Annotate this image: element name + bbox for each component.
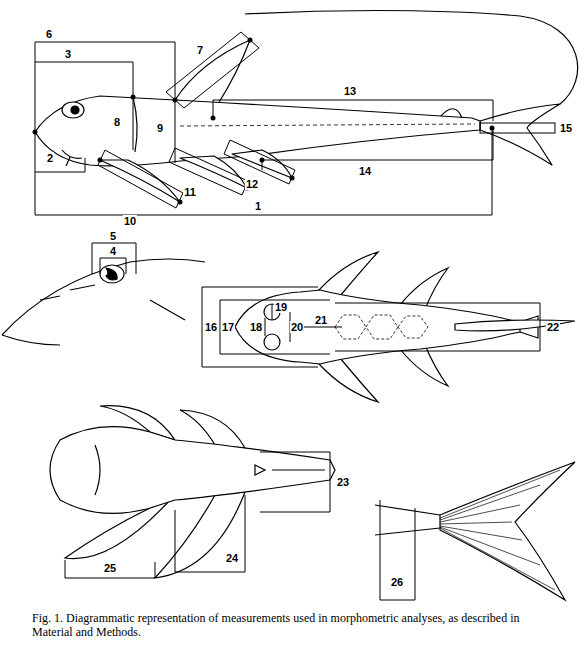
lateral-view — [35, 11, 578, 203]
landmark-dots — [98, 158, 103, 163]
callout-number: 12 — [245, 178, 259, 190]
callout-number: 5 — [109, 230, 117, 242]
landmark-dots — [33, 130, 38, 135]
measurement-brackets — [35, 158, 85, 172]
callout-number: 9 — [156, 122, 164, 134]
landmark-dots — [490, 126, 495, 131]
callout-number: 4 — [109, 245, 117, 257]
callout-number: 3 — [64, 48, 72, 60]
landmark-dots — [131, 95, 136, 100]
caudal-fin — [380, 500, 415, 600]
callout-number: 14 — [358, 165, 372, 177]
figure-caption: Fig. 1. Diagrammatic representation of m… — [32, 611, 562, 639]
callout-number: 15 — [559, 122, 573, 134]
head-detail — [2, 285, 185, 345]
ventral-view — [155, 492, 245, 578]
callout-number: 25 — [103, 562, 117, 574]
caudal-fin — [440, 470, 560, 590]
landmark-dots — [248, 38, 253, 43]
dorsal-brackets — [202, 287, 318, 367]
callout-number: 16 — [204, 321, 218, 333]
dorsal-brackets — [202, 287, 540, 367]
callout-number: 26 — [390, 576, 404, 588]
callout-number: 23 — [336, 476, 350, 488]
landmark-dots — [178, 200, 183, 205]
measurement-brackets — [35, 42, 492, 215]
ventral-view — [50, 427, 335, 514]
measurement-brackets — [35, 42, 175, 163]
landmark-dots — [290, 176, 295, 181]
dorsal-view — [264, 334, 280, 350]
lateral-view — [133, 97, 137, 152]
landmark-dots — [33, 38, 495, 205]
callout-number: 10 — [123, 215, 137, 227]
lateral-view — [245, 11, 578, 105]
head-detail — [92, 243, 136, 274]
callout-number: 22 — [546, 321, 560, 333]
measurement-brackets — [480, 123, 555, 133]
measurement-brackets — [35, 62, 133, 150]
callout-number: 24 — [225, 552, 239, 564]
callout-number: 2 — [46, 152, 54, 164]
callout-number: 7 — [196, 44, 204, 56]
lateral-view — [62, 150, 82, 166]
measurement-brackets — [169, 148, 248, 195]
callout-number: 21 — [314, 314, 328, 326]
measurement-brackets — [166, 32, 259, 108]
callout-number: 1 — [254, 200, 262, 212]
dorsal-view — [335, 315, 428, 339]
lateral-view — [100, 160, 180, 202]
callout-number: 11 — [183, 186, 197, 198]
callout-number: 6 — [45, 28, 53, 40]
measurement-brackets — [213, 100, 493, 121]
callout-number: 8 — [113, 116, 121, 128]
head-detail — [106, 268, 117, 280]
caudal-fin — [375, 505, 440, 535]
callout-number: 13 — [343, 85, 357, 97]
head-detail — [2, 243, 205, 345]
callout-number: 20 — [290, 321, 304, 333]
head-detail — [2, 259, 205, 335]
landmark-dots — [173, 98, 178, 103]
dorsal-view — [235, 252, 575, 402]
landmark-dots — [260, 158, 265, 163]
dorsal-view — [318, 358, 378, 402]
dorsal-view — [318, 252, 378, 296]
measurement-brackets — [224, 140, 295, 184]
measurement-brackets — [262, 130, 493, 170]
lateral-view — [180, 124, 475, 126]
head-detail — [100, 265, 124, 283]
callout-number: 18 — [249, 321, 263, 333]
callout-number: 19 — [274, 301, 288, 313]
ventral-view — [50, 406, 335, 578]
dorsal-brackets — [335, 303, 540, 351]
measurement-brackets — [35, 32, 555, 215]
callout-number: 17 — [221, 321, 235, 333]
landmark-dots — [211, 116, 216, 121]
lateral-view — [175, 40, 250, 104]
lateral-view — [62, 102, 84, 118]
caudal-fin — [440, 462, 575, 600]
caudal-fin — [375, 462, 575, 600]
lateral-view — [71, 106, 79, 114]
ventral-view — [65, 452, 330, 578]
